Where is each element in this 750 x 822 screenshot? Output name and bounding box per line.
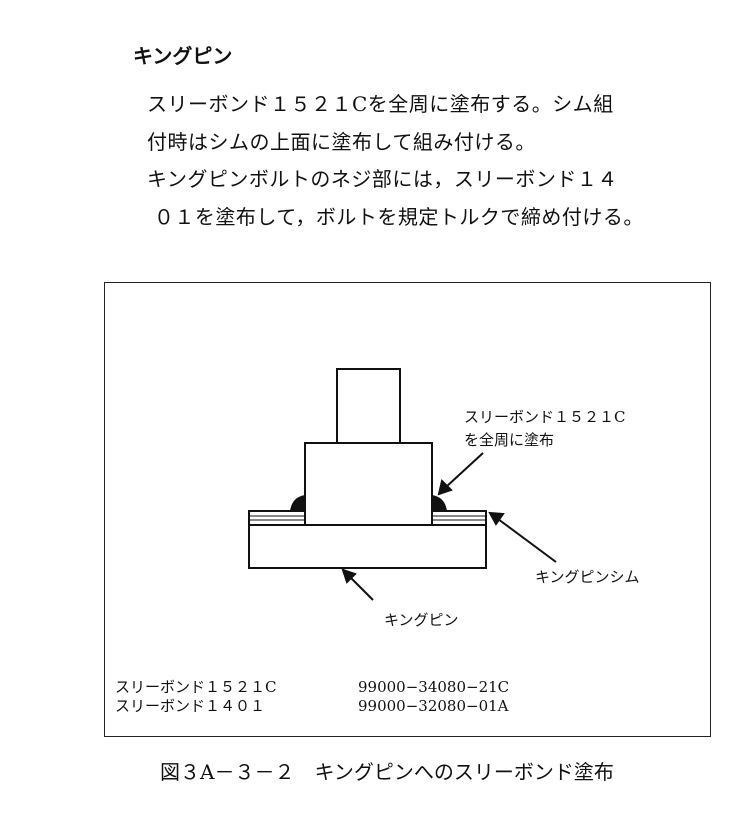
part-name: スリーボンド１５２１C — [115, 678, 276, 696]
arrow-head — [488, 511, 505, 526]
sealant-bead-left — [290, 495, 305, 511]
callout-kingpin: キングピン — [384, 611, 459, 629]
paragraph-line: キングピンボルトのネジ部には，スリーボンド１４ — [147, 167, 618, 191]
section-heading: キングピン — [133, 44, 233, 68]
sealant-bead-right — [432, 495, 447, 511]
kingpin-base — [248, 524, 487, 569]
part-number: 99000−32080−01A — [358, 697, 509, 715]
callout-sealant-line1: スリーボンド１５２１C — [464, 408, 625, 426]
part-number: 99000−34080−21C — [358, 678, 509, 696]
figure-caption: 図３A－３－２ キングピンへのスリーボンド塗布 — [160, 760, 614, 784]
part-name: スリーボンド１４０１ — [115, 697, 265, 715]
arrow-head — [341, 568, 357, 584]
callout-shim: キングピンシム — [535, 568, 640, 586]
kingpin-shim-left — [248, 510, 306, 526]
figure-frame — [104, 282, 711, 737]
callout-sealant-line2: を全周に塗布 — [464, 431, 554, 449]
arrow-head — [437, 479, 453, 496]
paragraph-line: スリーボンド１５２１Cを全周に塗布する。シム組 — [147, 92, 614, 116]
kingpin-bolt-top — [336, 368, 401, 444]
kingpin-shim-right — [431, 510, 487, 526]
paragraph-line: 付時はシムの上面に塗布して組み付ける。 — [147, 130, 536, 154]
kingpin-body — [304, 442, 433, 526]
paragraph-line: ０１を塗布して，ボルトを規定トルクで締め付ける。 — [147, 205, 644, 229]
